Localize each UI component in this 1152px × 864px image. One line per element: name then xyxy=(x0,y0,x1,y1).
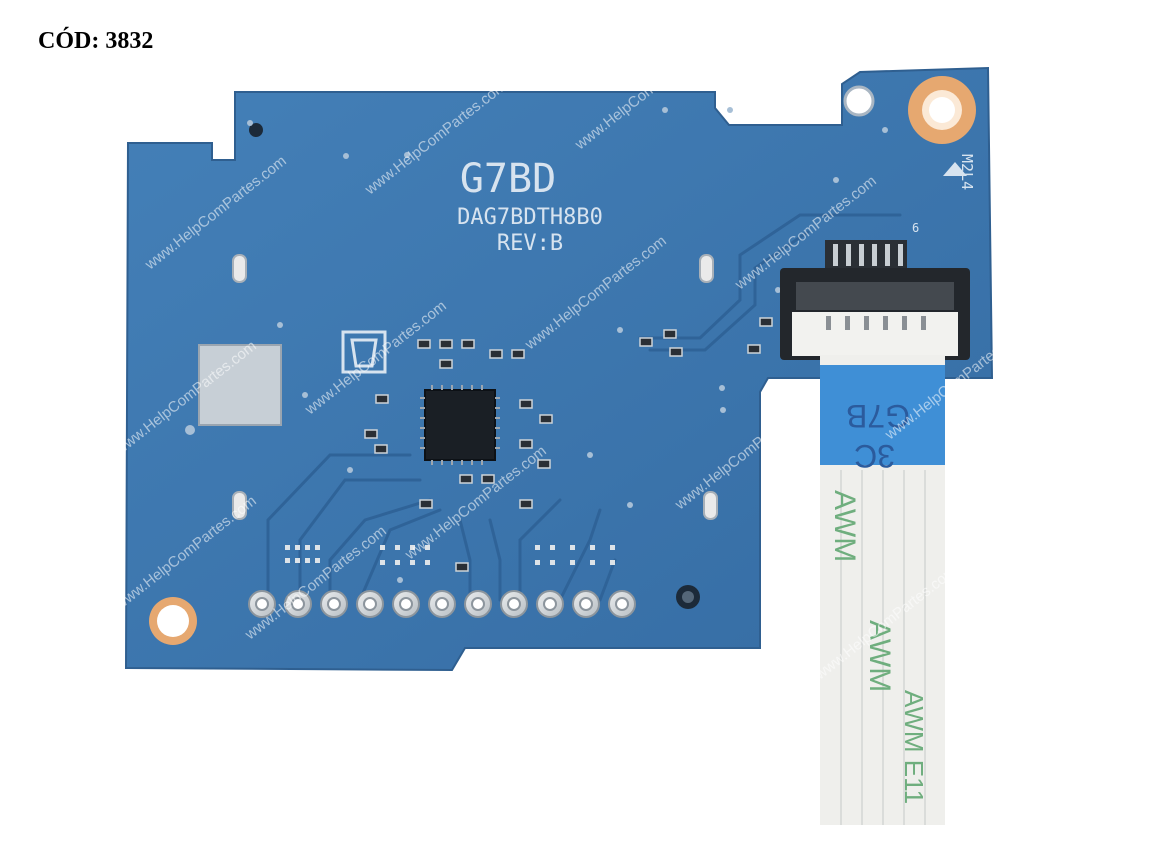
screw-arrow-icon xyxy=(943,162,967,176)
shield-pad xyxy=(198,344,282,426)
board-model: G7BD xyxy=(460,156,556,202)
mounting-holes xyxy=(149,76,976,645)
cable-white-text-3: AWM E11 xyxy=(899,690,929,804)
product-code: CÓD: 3832 xyxy=(38,28,154,54)
cable-white-text-2: AWM xyxy=(863,620,896,692)
qfn-chip xyxy=(420,385,500,465)
pcb-traces xyxy=(266,213,902,602)
cable-white-text-1: AWM xyxy=(828,490,861,562)
board-part-number: DAG7BDTH8B0 xyxy=(457,205,603,230)
connector-pin-label: 6 xyxy=(912,221,919,235)
pcb-board xyxy=(124,66,994,672)
cable-blue-text-1: G7B xyxy=(846,398,910,434)
screw-mark: M2L4 xyxy=(958,154,976,190)
cable-blue-text-2: 3C xyxy=(854,438,895,474)
board-revision: REV:B xyxy=(497,231,563,256)
smd-pad-arrays xyxy=(285,545,615,565)
fpc-connector xyxy=(780,240,970,360)
pcb-vias xyxy=(185,107,888,583)
flex-cable: G7B 3C AWM AWM AWM E11 xyxy=(820,355,945,825)
slot-pads xyxy=(232,254,718,520)
smd-components xyxy=(364,317,773,572)
board-logo-icon xyxy=(341,330,387,374)
pin-pads xyxy=(248,590,636,618)
